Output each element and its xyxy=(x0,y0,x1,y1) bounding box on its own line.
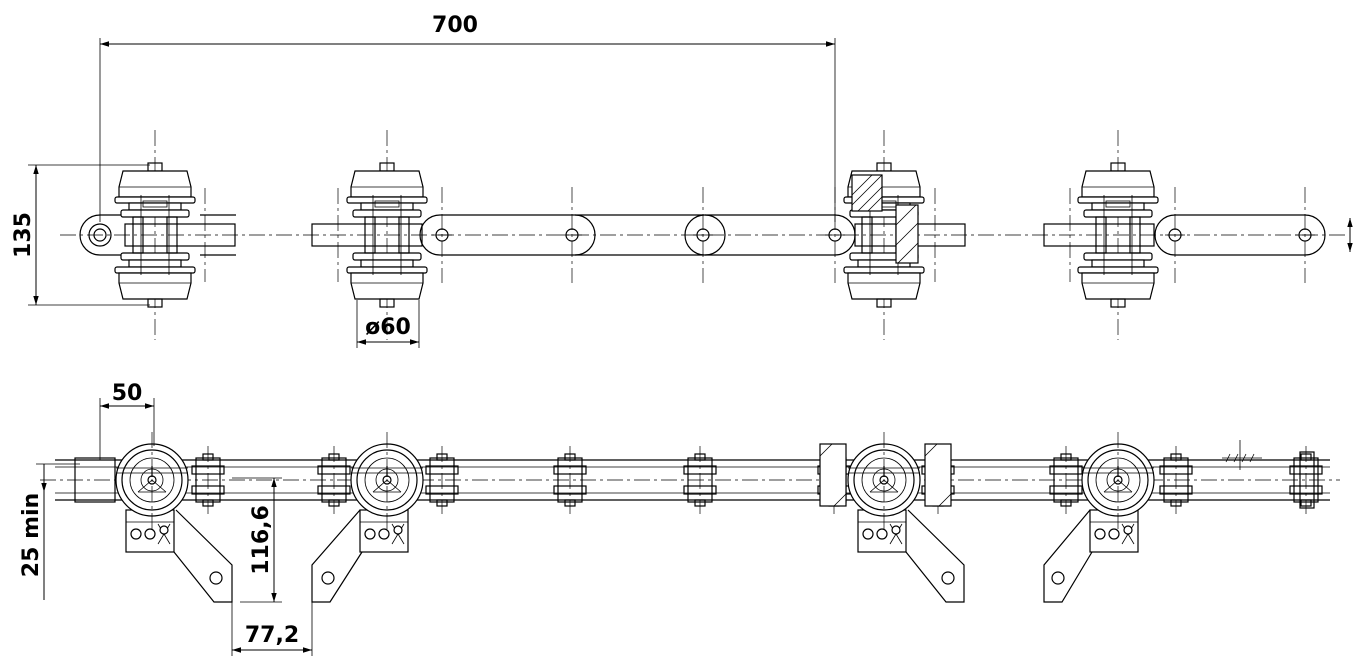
dimension-700-label: 700 xyxy=(432,13,478,38)
wheel-3 xyxy=(847,431,921,531)
wheel-2 xyxy=(350,431,424,531)
section-hatch xyxy=(851,174,919,264)
dimension-116-6-label: 116,6 xyxy=(249,505,274,575)
clamp-sections xyxy=(819,443,952,507)
wheel-1 xyxy=(115,431,189,531)
dimension-25-min: 25 min xyxy=(19,463,80,600)
dimension-diameter-label: ø60 xyxy=(365,315,411,340)
top-view: 700 135 ø60 xyxy=(11,13,1353,348)
dimension-25-min-label: 25 min xyxy=(19,493,44,577)
attachment-1 xyxy=(125,509,233,603)
dimension-50-label: 50 xyxy=(112,381,143,406)
rail-joint-mark xyxy=(1222,440,1262,470)
attachment-3 xyxy=(857,509,965,603)
dimension-700: 700 xyxy=(99,13,836,222)
dimension-135: 135 xyxy=(11,164,150,306)
attachment-4 xyxy=(1043,509,1139,603)
dimension-135-label: 135 xyxy=(11,212,36,258)
dimension-50: 50 xyxy=(99,381,155,460)
attachment-2 xyxy=(311,509,409,603)
dimension-diameter: ø60 xyxy=(356,300,420,348)
side-view: 50 25 min 116,6 77,2 xyxy=(19,381,1340,656)
dimension-116-6: 116,6 xyxy=(232,477,282,603)
dimension-77-2: 77,2 xyxy=(231,602,313,656)
dimension-77-2-label: 77,2 xyxy=(245,623,299,648)
wheel-4 xyxy=(1081,431,1155,531)
